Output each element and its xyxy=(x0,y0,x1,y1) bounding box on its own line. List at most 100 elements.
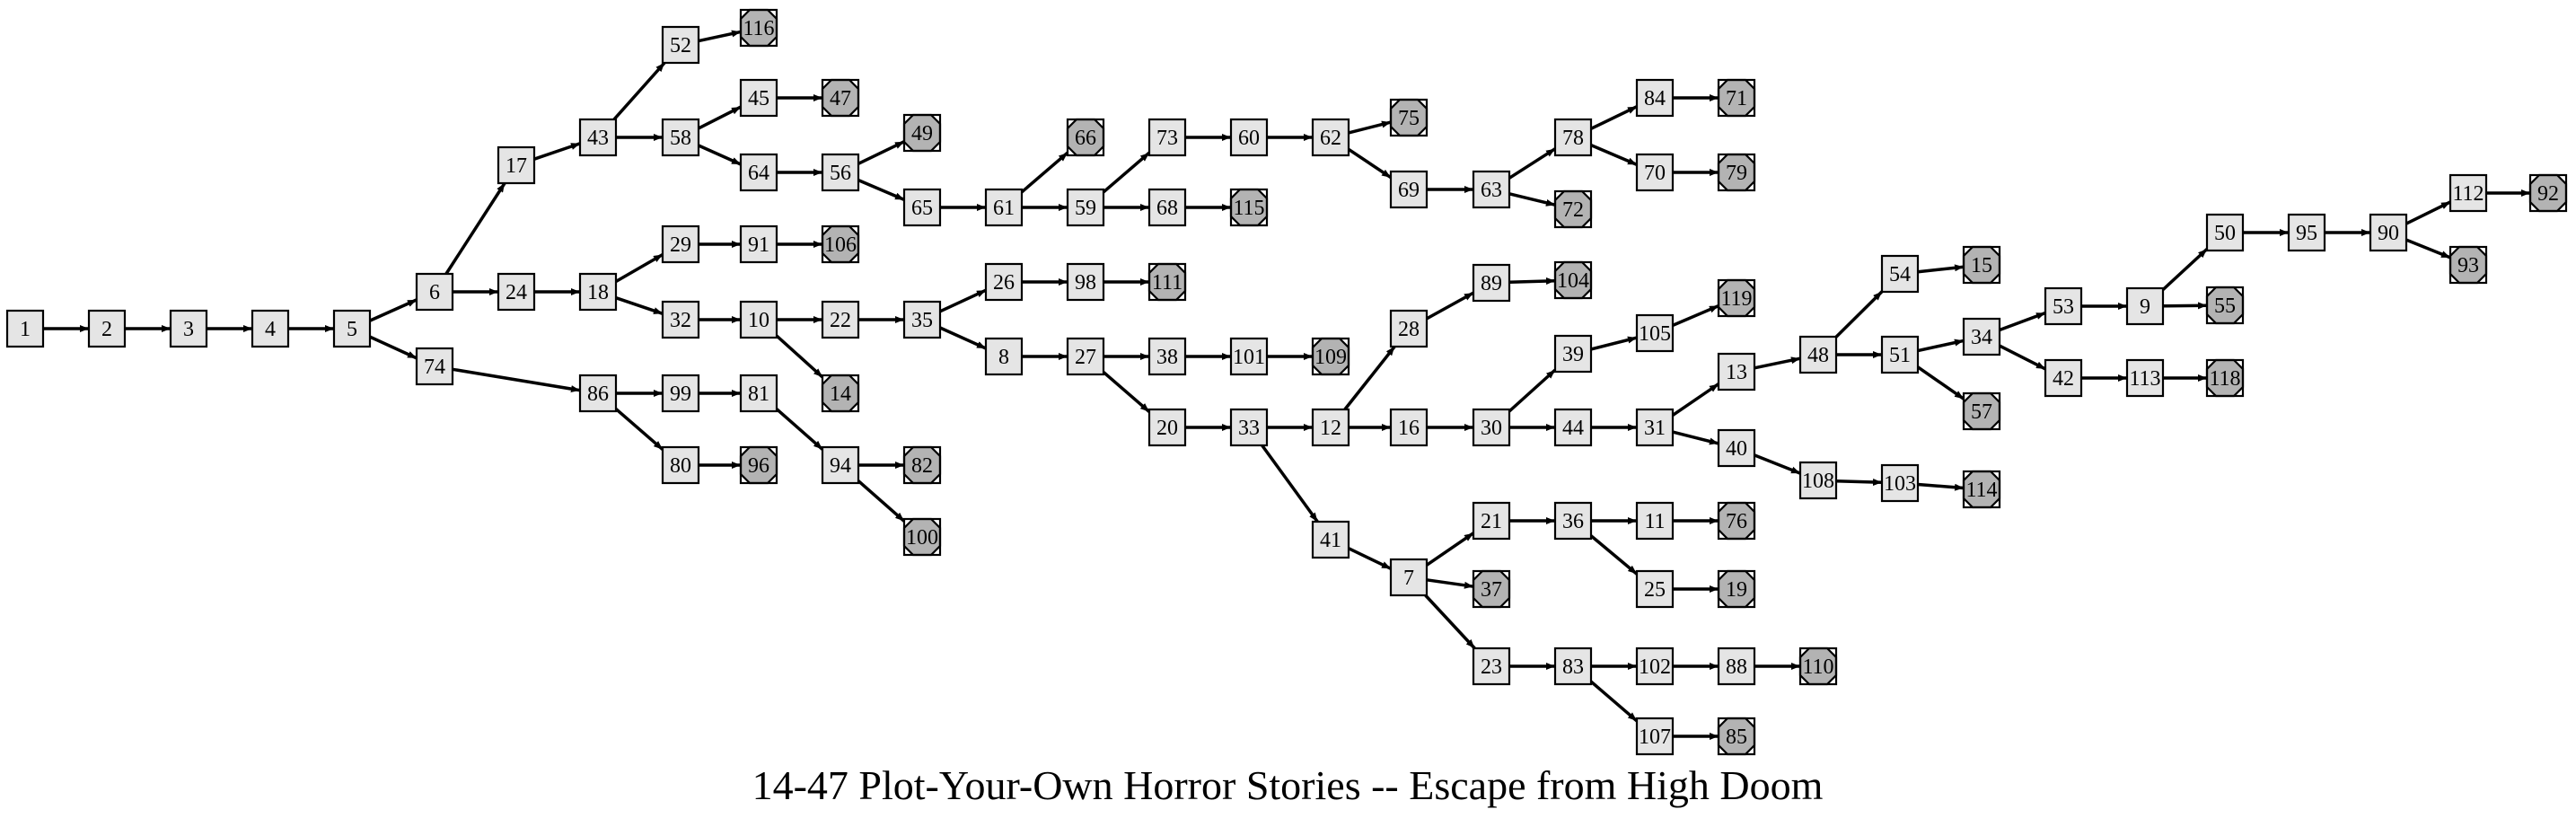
node-label: 31 xyxy=(1644,417,1666,440)
edge-13-48 xyxy=(1754,356,1801,370)
node-label: 38 xyxy=(1156,346,1178,369)
passage-box-shape xyxy=(821,300,860,339)
passage-box-shape xyxy=(902,300,942,339)
edge-78-84 xyxy=(1590,105,1638,130)
edge-27-20 xyxy=(1102,371,1151,413)
node-label: 72 xyxy=(1562,198,1584,222)
edge-31-13 xyxy=(1672,383,1719,417)
passage-node: 83 xyxy=(1553,646,1593,686)
node-label: 42 xyxy=(2053,367,2074,391)
passage-box-shape xyxy=(1635,408,1675,447)
passage-box-shape xyxy=(1798,461,1838,500)
passage-node: 62 xyxy=(1311,118,1350,157)
passage-node: 30 xyxy=(1472,408,1511,447)
passage-box-shape xyxy=(1553,408,1593,447)
ending-node: 100 xyxy=(902,517,942,557)
node-label: 43 xyxy=(587,127,609,150)
node-label: 119 xyxy=(1720,287,1752,311)
node-label: 92 xyxy=(2537,182,2559,206)
node-label: 8 xyxy=(998,346,1009,369)
passage-node: 32 xyxy=(661,300,700,339)
passage-node: 21 xyxy=(1472,501,1511,541)
node-label: 114 xyxy=(1965,479,1997,502)
ending-frame-shape xyxy=(902,445,942,485)
ending-node: 47 xyxy=(821,78,860,118)
ending-node: 118 xyxy=(2205,358,2245,398)
passage-node: 54 xyxy=(1880,254,1920,294)
passage-box-shape xyxy=(2044,358,2083,398)
passage-node: 3 xyxy=(169,309,208,348)
node-label: 57 xyxy=(1971,400,1992,424)
edge-5-74 xyxy=(369,335,418,360)
node-label: 36 xyxy=(1562,510,1584,533)
node-label: 39 xyxy=(1562,343,1584,366)
edge-35-26 xyxy=(939,288,987,313)
node-label: 102 xyxy=(1639,655,1671,679)
node-label: 11 xyxy=(1644,510,1665,533)
edge-51-57 xyxy=(1917,365,1965,400)
edge-89-104 xyxy=(1508,277,1556,286)
passage-box-shape xyxy=(1229,408,1269,447)
node-label: 71 xyxy=(1726,87,1747,110)
passage-box-shape xyxy=(1962,317,2001,356)
passage-box-shape xyxy=(1389,309,1429,348)
passage-node: 98 xyxy=(1066,262,1105,302)
edge-56-65 xyxy=(857,178,905,202)
node-label: 33 xyxy=(1238,417,1260,440)
passage-node: 33 xyxy=(1229,408,1269,447)
node-label: 112 xyxy=(2452,182,2484,206)
passage-box-shape xyxy=(661,374,700,413)
node-label: 69 xyxy=(1398,179,1420,202)
passage-box-shape xyxy=(415,272,454,312)
ending-node: 119 xyxy=(1717,278,1756,318)
passage-box-shape xyxy=(1147,408,1187,447)
passage-box-shape xyxy=(1553,334,1593,374)
passage-box-shape xyxy=(2044,286,2083,326)
node-label: 91 xyxy=(748,233,769,257)
node-label: 86 xyxy=(587,383,609,406)
passage-node: 84 xyxy=(1635,78,1675,118)
node-label: 108 xyxy=(1802,470,1834,493)
node-label: 27 xyxy=(1075,346,1096,369)
ending-frame-shape xyxy=(1717,501,1756,541)
edge-17-43 xyxy=(533,142,581,161)
passage-node: 105 xyxy=(1635,313,1675,353)
passage-box-shape xyxy=(1229,337,1269,376)
node-label: 101 xyxy=(1233,346,1265,369)
passage-box-shape xyxy=(2287,213,2326,252)
node-label: 41 xyxy=(1320,529,1341,552)
ending-node: 114 xyxy=(1962,470,2001,509)
node-label: 13 xyxy=(1726,361,1747,384)
passage-box-shape xyxy=(578,272,618,312)
node-label: 37 xyxy=(1481,578,1502,602)
edge-40-108 xyxy=(1754,453,1801,475)
edge-105-119 xyxy=(1672,303,1719,328)
node-label: 90 xyxy=(2378,222,2399,245)
node-label: 32 xyxy=(670,309,691,332)
ending-frame-shape xyxy=(1962,245,2001,285)
passage-box-shape xyxy=(1066,188,1105,227)
edge-63-72 xyxy=(1508,192,1556,207)
passage-node: 6 xyxy=(415,272,454,312)
edge-78-70 xyxy=(1590,143,1638,167)
ending-frame-shape xyxy=(1553,260,1593,300)
node-label: 17 xyxy=(506,154,527,178)
passage-node: 5 xyxy=(332,309,372,348)
edge-94-100 xyxy=(857,479,906,523)
ending-frame-shape xyxy=(2205,358,2245,398)
edge-33-41 xyxy=(1261,444,1319,523)
passage-box-shape xyxy=(578,118,618,157)
ending-node: 15 xyxy=(1962,245,2001,285)
node-label: 23 xyxy=(1481,655,1502,679)
passage-node: 1 xyxy=(5,309,45,348)
node-label: 52 xyxy=(670,34,691,57)
passage-node: 78 xyxy=(1553,118,1593,157)
node-label: 68 xyxy=(1156,197,1178,220)
ending-frame-shape xyxy=(821,224,860,264)
node-label: 82 xyxy=(911,454,933,478)
passage-box-shape xyxy=(1066,337,1105,376)
passage-box-shape xyxy=(1472,170,1511,209)
passage-box-shape xyxy=(739,78,778,118)
node-label: 103 xyxy=(1884,472,1916,496)
passage-node: 69 xyxy=(1389,170,1429,209)
